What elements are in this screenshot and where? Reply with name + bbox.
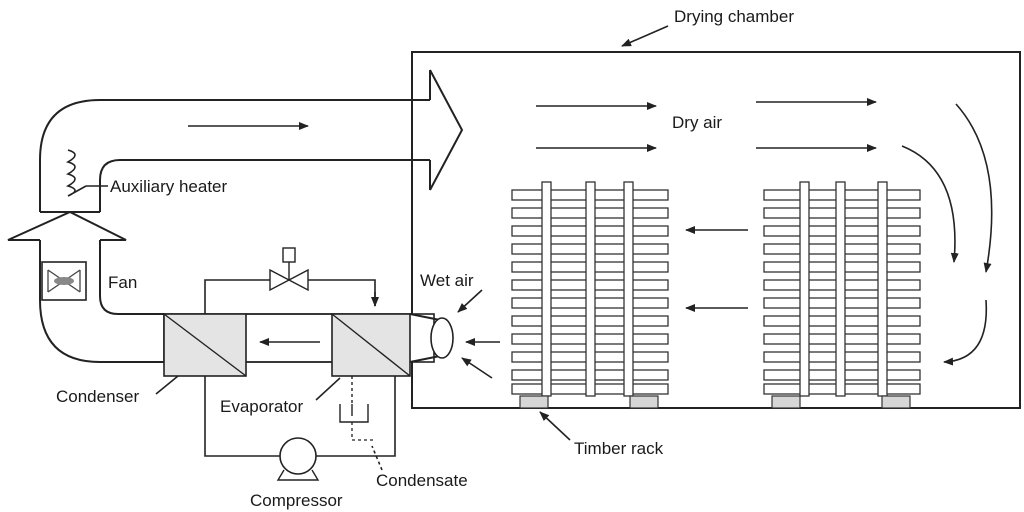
- label-wet-air: Wet air: [420, 271, 474, 290]
- curved-flow-arrow-1: [901, 145, 959, 263]
- refrigerant-circuit: [204, 279, 396, 457]
- wet-air-arrow-2: [461, 357, 493, 379]
- label-condenser: Condenser: [56, 387, 140, 406]
- fan-outlet-arrow: [7, 210, 127, 241]
- label-drying-chamber: Drying chamber: [674, 7, 794, 26]
- curved-flow-arrow-3: [943, 299, 988, 366]
- timber-rack-left: [511, 181, 669, 409]
- compressor-icon: [276, 437, 320, 481]
- return-duct: [39, 240, 164, 363]
- leader-evaporator: [315, 377, 341, 401]
- air-inlet-nozzle: [430, 317, 454, 359]
- leader-condenser: [155, 375, 179, 395]
- heat-exchanger-unit: [163, 313, 454, 377]
- drying-chamber-box: [411, 51, 1021, 409]
- leader-wet-air: [457, 289, 483, 313]
- air-duct: [39, 69, 464, 212]
- label-fan: Fan: [108, 273, 137, 292]
- condensate-tray-icon: [339, 376, 374, 441]
- label-timber-rack: Timber rack: [574, 439, 664, 458]
- fan-icon: [41, 261, 87, 301]
- timber-rack-right: [763, 181, 921, 409]
- label-dry-air: Dry air: [672, 113, 722, 132]
- leader-drying-chamber: [621, 25, 669, 47]
- auxiliary-heater-coil: [65, 149, 87, 197]
- curved-flow-arrow-2: [955, 103, 993, 273]
- expansion-valve-icon: [269, 247, 309, 292]
- label-auxiliary-heater: Auxiliary heater: [110, 177, 228, 196]
- leader-condensate: [371, 445, 383, 471]
- label-condensate: Condensate: [376, 471, 468, 490]
- label-compressor: Compressor: [250, 491, 343, 510]
- leader-timber-rack: [539, 411, 571, 441]
- label-evaporator: Evaporator: [220, 397, 303, 416]
